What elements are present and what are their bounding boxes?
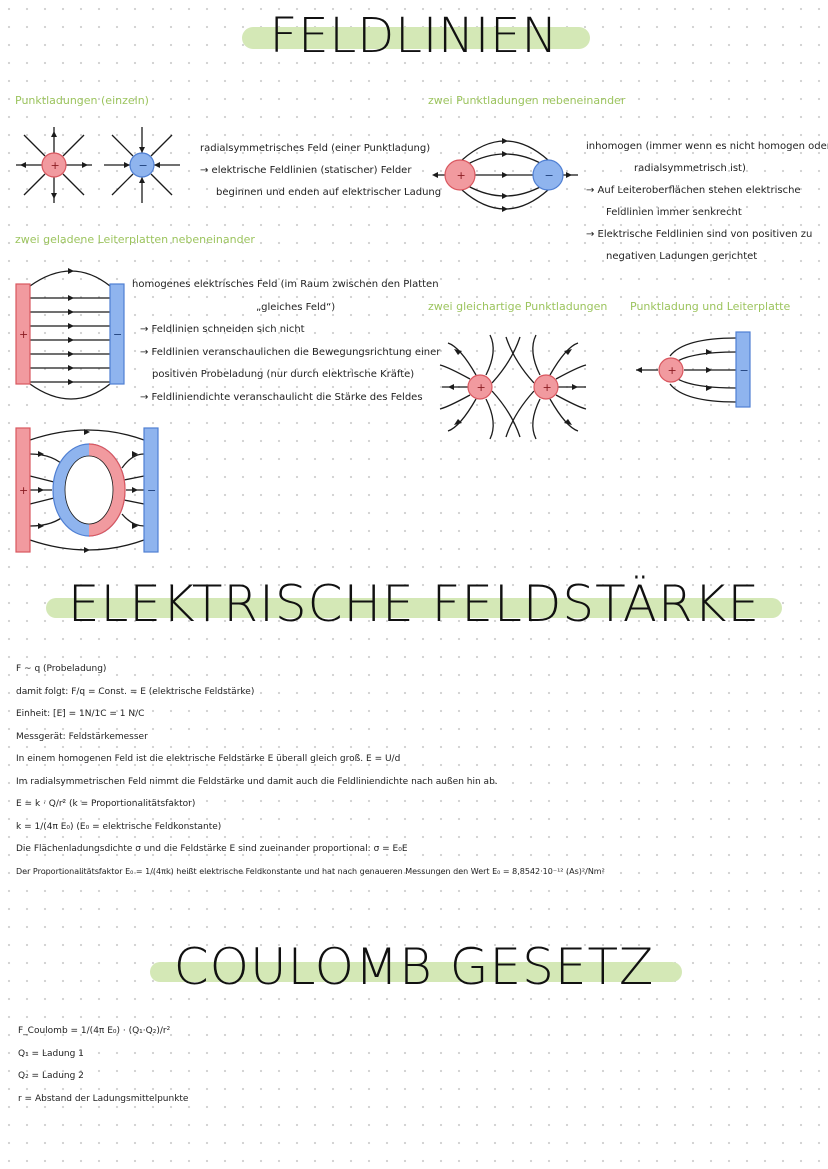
heading-punktladungen: Punktladungen (einzeln) [15, 94, 149, 107]
svg-text:+: + [668, 364, 677, 377]
diagram-parallel-plates: + − [15, 268, 125, 400]
notes-inhomogen: inhomogen (immer wenn es nicht homogen o… [586, 141, 828, 262]
diagram-charge-plate: + − [636, 331, 751, 408]
svg-text:+: + [457, 169, 466, 182]
svg-text:+: + [19, 328, 28, 341]
title2-highlight [46, 598, 782, 618]
heading-leiterplatten: zwei geladene Leiterplatten nebeneinande… [15, 233, 255, 246]
title-highlight [242, 27, 590, 49]
notes-radial: radialsymmetrisches Feld (einer Punktlad… [200, 143, 442, 198]
svg-text:−: − [113, 328, 122, 341]
svg-text:+: + [477, 381, 486, 394]
svg-text:+: + [543, 381, 552, 394]
heading-zwei-punktladungen: zwei Punktladungen nebeneinander [428, 94, 626, 107]
svg-text:+: + [19, 484, 28, 497]
diagram-single-charges: + − [16, 127, 180, 203]
feldstaerke-notes: F ~ q (Probeladung) damit folgt: F/q = C… [16, 664, 605, 876]
heading-punkt-platte: Punktladung und Leiterplatte [630, 300, 791, 313]
svg-text:−: − [545, 169, 554, 182]
heading-gleichartige: zwei gleichartige Punktladungen [428, 300, 608, 313]
diagram-dipole: + − [432, 138, 578, 212]
title-coulomb-gesetz: COULOMB GESETZ [173, 938, 655, 996]
notes-homogen: homogenes elektrisches Feld (im Raum zwi… [132, 279, 441, 403]
title-elektrische-feldstaerke: ELEKTRISCHE FELDSTÄRKE [67, 575, 761, 633]
title-feldlinien: FELDLINIEN [269, 8, 559, 64]
minus-sign: − [139, 159, 148, 172]
coulomb-notes: F_Coulomb = 1/(4π E₀) · (Q₁·Q₂)/r² Q₁ = … [18, 1026, 189, 1104]
plus-sign: + [51, 159, 60, 172]
title3-highlight [150, 962, 682, 982]
diagram-plates-with-ring: + − [15, 427, 159, 553]
svg-text:−: − [147, 484, 156, 497]
svg-text:−: − [740, 364, 749, 377]
diagram-like-charges: + + [439, 334, 587, 440]
